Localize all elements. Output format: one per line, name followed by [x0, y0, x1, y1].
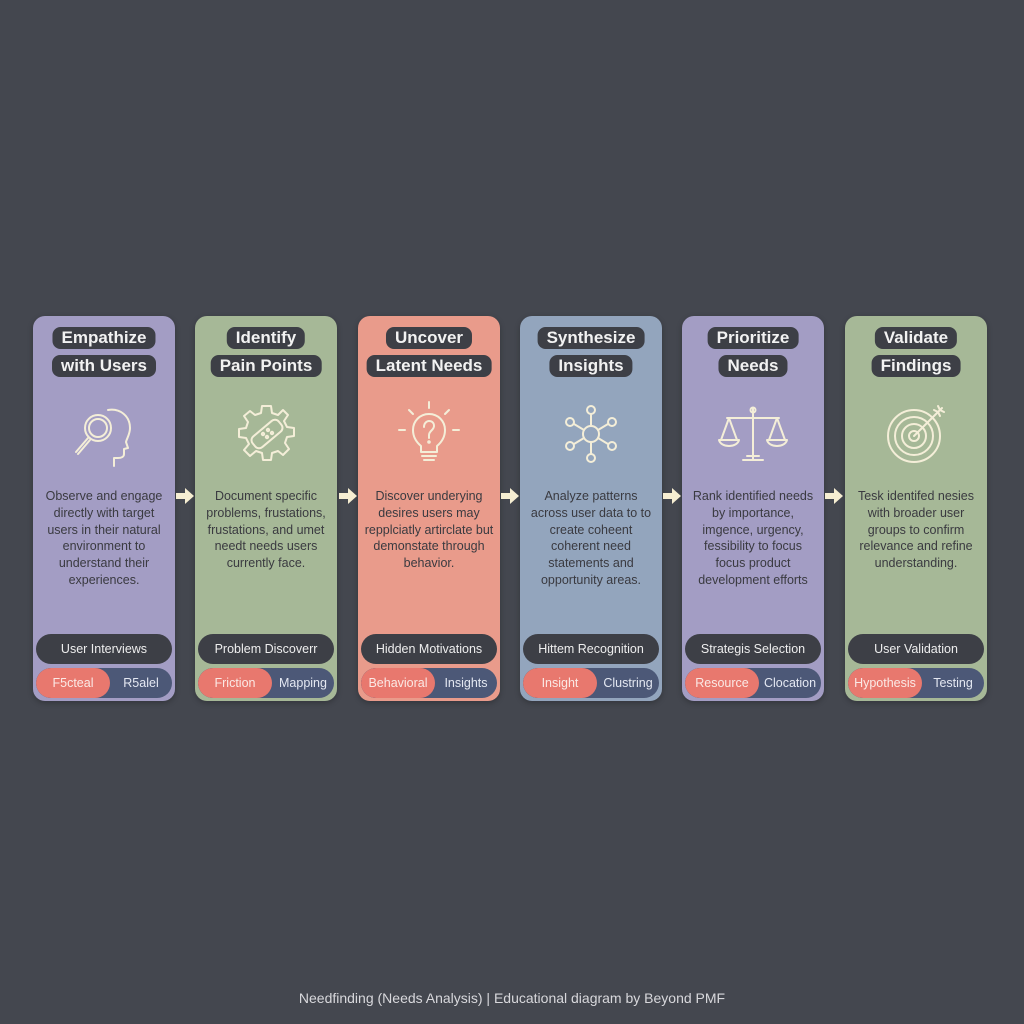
step-card-prioritize: Prioritize Needs Rank identified needs b… [682, 316, 824, 701]
step-title-line2: Pain Points [210, 355, 322, 377]
tag-primary: F5cteal [36, 668, 110, 698]
tag-secondary: Mapping [279, 676, 327, 690]
step-title-line1: Identify [226, 327, 306, 349]
tag-secondary: R5alel [123, 676, 159, 690]
flow-arrow-icon [663, 488, 681, 504]
step-title-line1: Empathize [52, 327, 156, 349]
step-title-line2: Insights [549, 355, 633, 377]
step-title-line2: Needs [718, 355, 788, 377]
step-description: Rank identified needs by importance, img… [692, 489, 814, 587]
tag-primary: Friction [198, 668, 272, 698]
step-card-synthesize: Synthesize Insights Analyze patterns acr… [520, 316, 662, 701]
step-title-line1: Prioritize [707, 327, 799, 349]
tag-pair: Behavioral Insights [361, 668, 497, 698]
method-pill: User Interviews [36, 634, 172, 664]
flow-arrow-icon [501, 488, 519, 504]
tag-secondary: Clocation [763, 676, 817, 690]
step-description: Discover underying desires users may rep… [364, 489, 494, 571]
method-pill: User Validation [848, 634, 984, 664]
step-card-uncover: Uncover Latent Needs Discover underying … [358, 316, 500, 701]
step-description: Document specific problems, frustations,… [206, 489, 326, 571]
flow-arrow-icon [825, 488, 843, 504]
network-nodes-icon [555, 398, 627, 470]
method-pill: Hittem Recognition [523, 634, 659, 664]
tag-pair: Friction Mapping [198, 668, 334, 698]
step-title-line1: Synthesize [537, 327, 645, 349]
tag-pair: Insight Clustring [523, 668, 659, 698]
step-card-empathize: Empathize with Users Observe and engage … [33, 316, 175, 701]
flow-arrow-icon [176, 488, 194, 504]
step-card-identify: Identify Pain Points Document specific p… [195, 316, 337, 701]
step-title-line2: Latent Needs [366, 355, 492, 377]
flow-arrow-icon [339, 488, 357, 504]
method-pill: Problem Discoverr [198, 634, 334, 664]
method-pill: Hidden Motivations [361, 634, 497, 664]
bandaged-gear-icon [230, 398, 302, 470]
tag-pair: F5cteal R5alel [36, 668, 172, 698]
magnifier-head-icon [68, 398, 140, 470]
balance-scale-icon [717, 398, 789, 470]
step-title-line1: Validate [874, 327, 958, 349]
tag-primary: Insight [523, 668, 597, 698]
step-description: Analyze patterns across user data to to … [530, 489, 652, 587]
tag-secondary: Testing [933, 676, 973, 690]
step-title-line2: Findings [871, 355, 961, 377]
step-description: Observe and engage directly with target … [45, 489, 163, 587]
lightbulb-question-icon [393, 398, 465, 470]
tag-pair: Resource Clocation [685, 668, 821, 698]
step-card-validate: Validate Findings Tesk identifed nesies … [845, 316, 987, 701]
tag-pair: Hypothesis Testing [848, 668, 984, 698]
tag-primary: Resource [685, 668, 759, 698]
step-description: Tesk identifed nesies with broader user … [857, 489, 975, 571]
footer-caption: Needfinding (Needs Analysis) | Education… [298, 990, 726, 1006]
tag-primary: Hypothesis [848, 668, 922, 698]
step-title-line1: Uncover [385, 327, 473, 349]
tag-secondary: Insights [444, 676, 488, 690]
method-pill: Strategis Selection [685, 634, 821, 664]
tag-secondary: Clustring [603, 676, 653, 690]
tag-primary: Behavioral [361, 668, 435, 698]
step-title-line2: with Users [52, 355, 156, 377]
target-arrow-icon [880, 398, 952, 470]
